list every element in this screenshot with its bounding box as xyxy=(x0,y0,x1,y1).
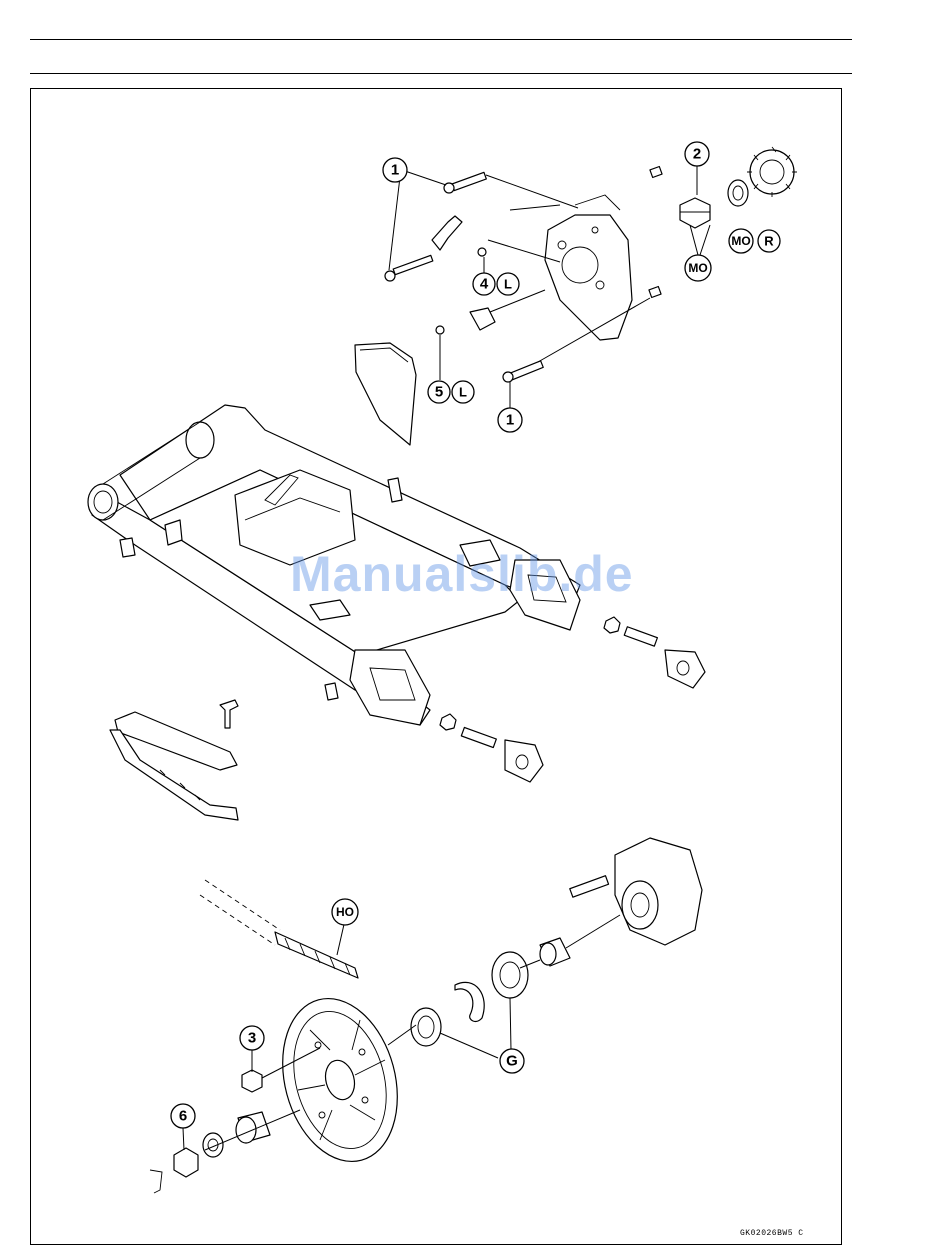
svg-text:L: L xyxy=(504,277,512,292)
callout-mo-r: MO R xyxy=(729,229,780,253)
rear-sprocket xyxy=(265,986,414,1175)
callout-2: 2 xyxy=(685,142,709,166)
chain-adjuster-upper xyxy=(604,617,705,688)
svg-text:G: G xyxy=(506,1053,518,1070)
chain-slipper xyxy=(110,700,238,820)
svg-text:4: 4 xyxy=(480,276,489,293)
engine-sprocket xyxy=(747,147,797,197)
svg-text:MO: MO xyxy=(688,261,707,275)
callout-3: 3 xyxy=(240,1026,264,1050)
sprocket-washer xyxy=(728,180,748,206)
callout-6: 6 xyxy=(171,1104,195,1128)
svg-text:5: 5 xyxy=(435,384,443,401)
callout-g: G xyxy=(500,1049,524,1073)
svg-text:6: 6 xyxy=(179,1108,187,1125)
callout-4-l: 4 L xyxy=(473,273,519,295)
svg-text:3: 3 xyxy=(248,1030,256,1047)
callout-ho: HO xyxy=(332,899,358,925)
sprocket-nut xyxy=(680,198,710,228)
callout-1-bottom: 1 xyxy=(498,408,522,432)
oil-seal xyxy=(411,1008,441,1046)
svg-text:L: L xyxy=(459,385,467,400)
chain-adjuster-lower xyxy=(440,714,543,782)
svg-text:R: R xyxy=(764,234,774,249)
chain-guard-plate xyxy=(355,343,416,445)
drive-chain xyxy=(200,880,358,978)
callout-mo-2: MO xyxy=(685,255,711,281)
svg-text:MO: MO xyxy=(731,234,750,248)
watermark: Manualslib.de xyxy=(290,545,634,603)
wire-clip xyxy=(432,216,462,250)
svg-text:1: 1 xyxy=(506,412,514,429)
axle-nut-6 xyxy=(150,1148,198,1193)
sprocket-cover xyxy=(545,195,632,340)
circlip xyxy=(455,982,484,1021)
svg-text:1: 1 xyxy=(391,162,399,179)
svg-text:HO: HO xyxy=(336,905,354,919)
svg-text:2: 2 xyxy=(693,146,701,163)
sprocket-nut-3 xyxy=(242,1070,262,1092)
sleeve xyxy=(540,938,570,966)
coupling-hub xyxy=(570,838,702,945)
ball-bearing xyxy=(492,952,528,998)
leader-lines-upper xyxy=(389,166,710,408)
callout-5-l: 5 L xyxy=(428,381,474,403)
collar xyxy=(203,1112,270,1157)
callout-1-top: 1 xyxy=(383,158,407,182)
figure-code: GK02026BW5 C xyxy=(740,1229,804,1238)
